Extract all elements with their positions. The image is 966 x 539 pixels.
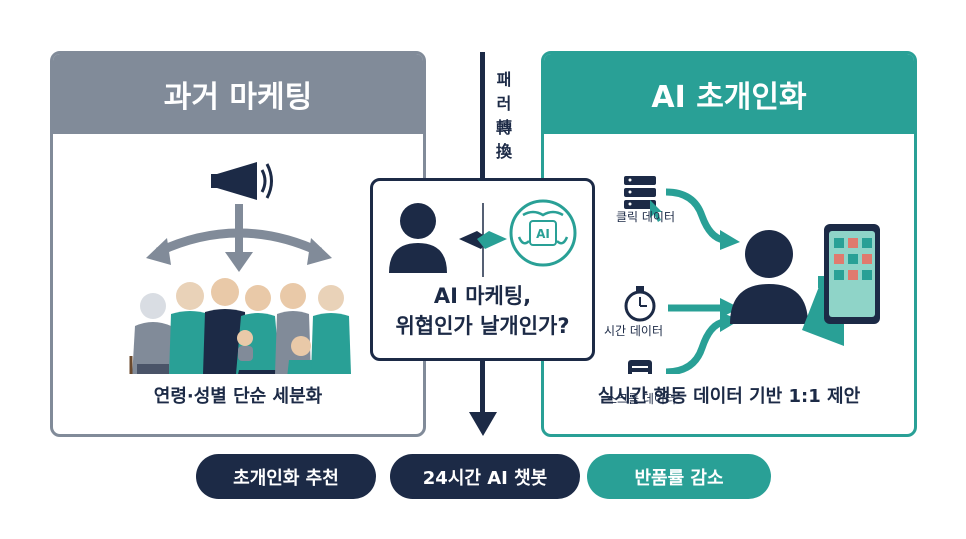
user-icon xyxy=(730,230,808,324)
center-question-title: AI 마케팅, 위협인가 날개인가? xyxy=(373,281,592,341)
ai-personalization-caption: 실시간 행동 데이터 기반 1:1 제안 xyxy=(597,386,861,407)
person-icon xyxy=(389,203,447,273)
click-data-label: 클릭 데이터 xyxy=(616,210,676,224)
data-flow-arrowheads xyxy=(720,230,740,332)
center-title-line2: 위협인가 날개인가? xyxy=(395,314,570,338)
handshake-icon xyxy=(459,231,507,249)
ai-personalization-title: AI 초개인화 xyxy=(544,54,914,134)
megaphone-icon xyxy=(211,162,273,200)
ai-chatbot-pill: 24시간 AI 챗봇 xyxy=(390,454,580,499)
past-marketing-title: 과거 마케팅 xyxy=(53,54,423,134)
hyper-personalized-recommendation-pill: 초개인화 추천 xyxy=(196,454,376,499)
family-people-icon xyxy=(129,278,351,374)
past-marketing-caption: 연령·성별 단순 세분화 xyxy=(153,386,323,407)
server-cursor-icon xyxy=(624,176,662,222)
divider-label-line1: 패러 xyxy=(496,70,512,113)
smartphone-icon xyxy=(802,224,880,346)
scroll-data-label: 스크롤 데이터 xyxy=(606,392,677,406)
ai-brain-icon xyxy=(509,199,577,267)
center-title-line1: AI 마케팅, xyxy=(433,284,532,308)
human-ai-handshake-illustration: AI xyxy=(389,199,577,277)
time-data-label: 시간 데이터 xyxy=(604,324,664,338)
divider-label: 패러 轉換 xyxy=(493,68,515,164)
stopwatch-icon xyxy=(624,286,656,322)
ai-chip-label: AI xyxy=(536,227,550,241)
return-rate-reduction-pill: 반품률 감소 xyxy=(587,454,771,499)
broadcast-arrows-icon xyxy=(146,204,332,272)
family-illustration xyxy=(129,162,351,374)
personalization-flow-diagram xyxy=(624,176,880,374)
divider-label-line2: 轉換 xyxy=(495,118,512,161)
past-marketing-panel: 과거 마케팅 xyxy=(50,51,426,437)
center-question-box: AI AI 마케팅, 위협인가 날개인가? xyxy=(370,178,595,361)
ai-personalization-panel: AI 초개인화 xyxy=(541,51,917,437)
scroll-document-icon xyxy=(628,360,652,374)
data-flow-arrows xyxy=(665,188,725,374)
